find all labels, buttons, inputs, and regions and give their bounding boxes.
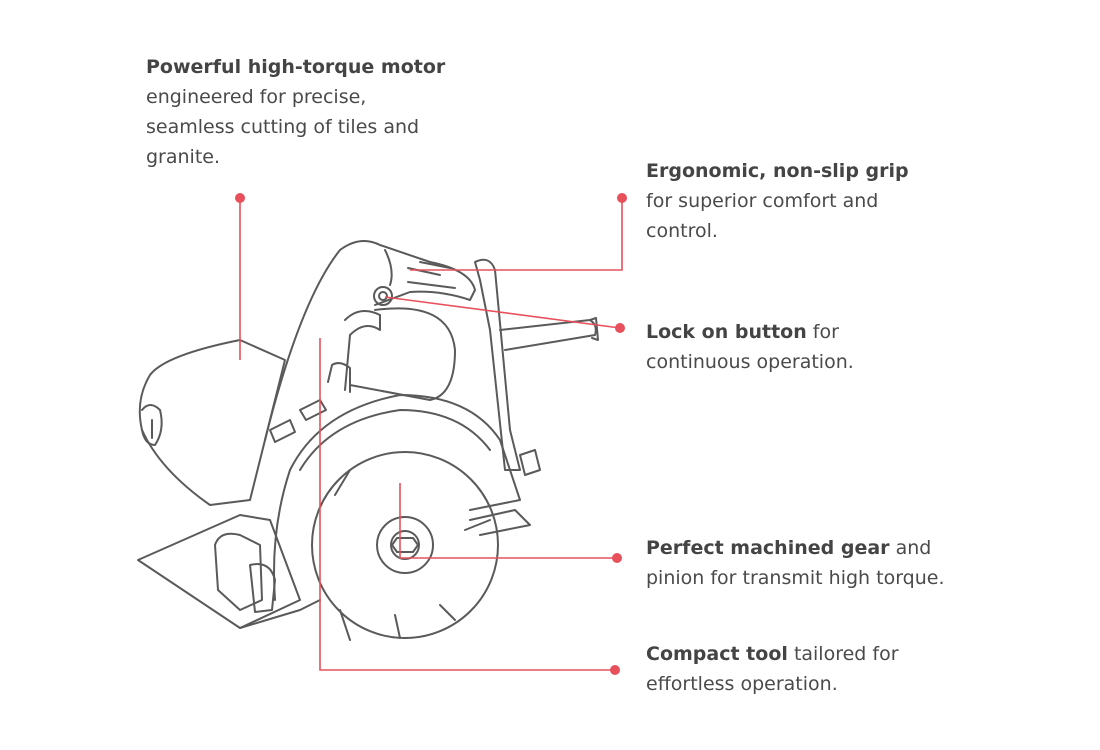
callout-leaders xyxy=(239,198,623,671)
lock-dot xyxy=(615,323,625,333)
callout-grip: Ergonomic, non-slip grip for superior co… xyxy=(646,156,916,246)
gear-leader-line xyxy=(399,483,617,559)
callout-text: tailored for effortless operation. xyxy=(646,643,899,695)
callout-dots xyxy=(235,193,627,675)
callout-text: for superior comfort and control. xyxy=(646,190,879,242)
motor-dot xyxy=(235,193,245,203)
callout-text: and pinion for transmit high torque. xyxy=(646,537,945,589)
callout-title: Ergonomic, non-slip grip xyxy=(646,160,909,182)
compact-dot xyxy=(610,665,620,675)
gear-dot xyxy=(612,553,622,563)
tool-drawing xyxy=(137,240,599,641)
callout-motor: Powerful high-torque motor engineered fo… xyxy=(146,52,456,172)
callout-title: Powerful high-torque motor xyxy=(146,56,446,78)
callout-title: Compact tool xyxy=(646,643,788,665)
lock-leader-line xyxy=(384,296,621,329)
grip-dot xyxy=(617,193,627,203)
grip-leader-line xyxy=(410,198,623,271)
callout-title: Lock on button xyxy=(646,321,807,343)
callout-compact: Compact tool tailored for effortless ope… xyxy=(646,639,926,699)
callout-gear: Perfect machined gear and pinion for tra… xyxy=(646,533,976,593)
callout-text: engineered for precise, seamless cutting… xyxy=(146,86,420,168)
compact-leader-line xyxy=(319,338,615,671)
callout-title: Perfect machined gear xyxy=(646,537,890,559)
callout-text: for continuous operation. xyxy=(646,321,854,373)
callout-lock: Lock on button for continuous operation. xyxy=(646,317,886,377)
